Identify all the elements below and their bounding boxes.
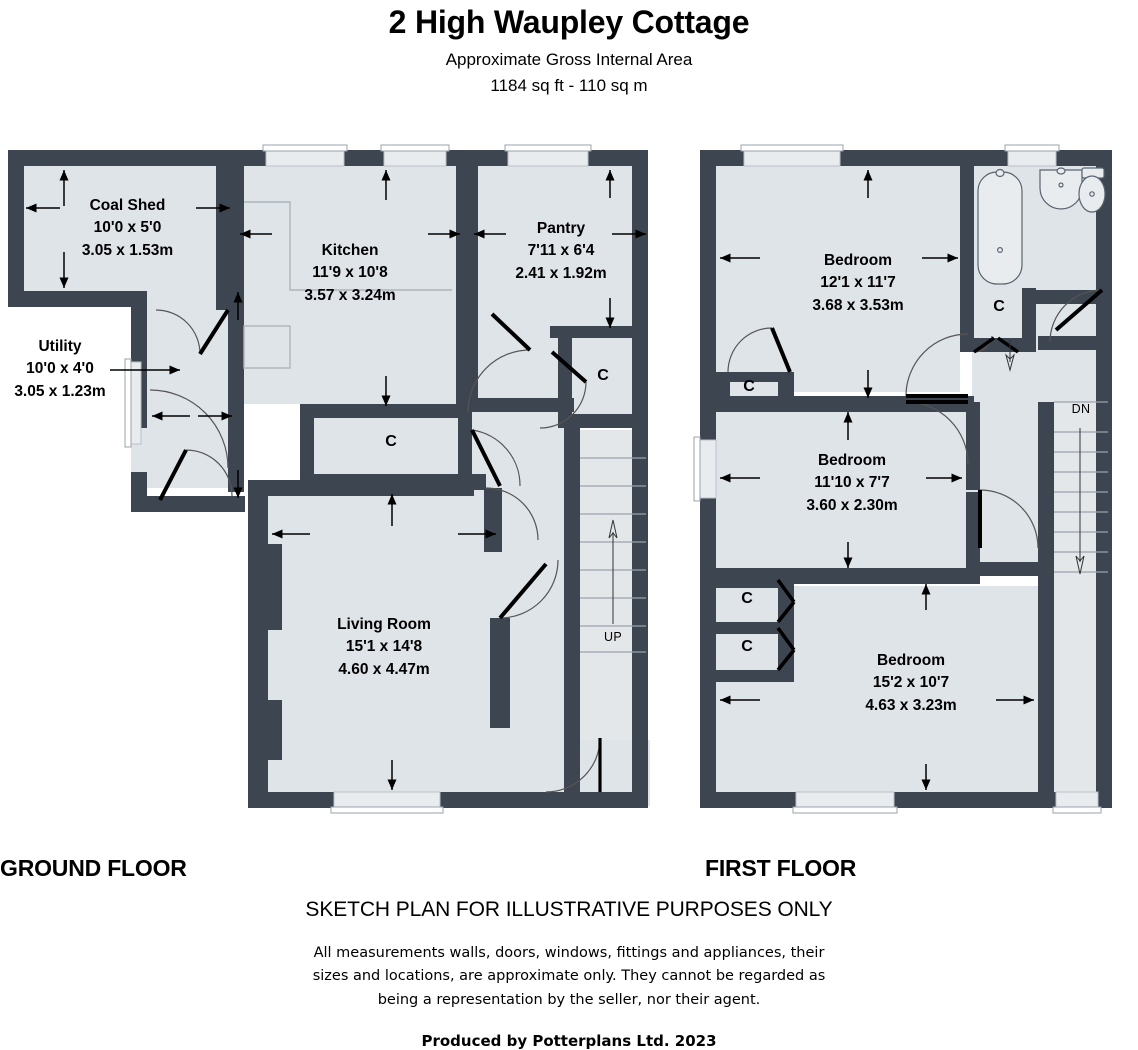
ground-floor-caption: GROUND FLOOR bbox=[0, 855, 187, 881]
gf-kitchen-units bbox=[243, 201, 452, 369]
ff-windows bbox=[693, 144, 1102, 814]
page-header: 2 High Waupley Cottage Approximate Gross… bbox=[0, 0, 1138, 97]
gf-cupboard-label-1: C bbox=[385, 433, 397, 450]
gf-stair-label-up: UP bbox=[604, 630, 622, 644]
ff-staircase bbox=[1054, 401, 1108, 573]
bath-icon bbox=[977, 171, 1023, 285]
ff-dimension-arrows bbox=[720, 170, 1034, 790]
ff-stair-direction-arrow bbox=[1075, 428, 1085, 575]
page-footer: SKETCH PLAN FOR ILLUSTRATIVE PURPOSES ON… bbox=[0, 898, 1138, 1050]
gf-windows bbox=[124, 144, 592, 814]
disclaimer-line-2: sizes and locations, are approximate onl… bbox=[312, 968, 826, 985]
first-floor-caption: FIRST FLOOR bbox=[705, 855, 857, 881]
disclaimer-line-3: being a representation by the seller, no… bbox=[377, 991, 761, 1008]
disclaimer-line-1: All measurements walls, doors, windows, … bbox=[313, 945, 825, 961]
sink-icon bbox=[1039, 169, 1083, 210]
gf-dimension-arrows bbox=[26, 170, 646, 790]
sketch-note: SKETCH PLAN FOR ILLUSTRATIVE PURPOSES ON… bbox=[305, 898, 833, 921]
ff-cupboard-label-3: C bbox=[741, 590, 753, 607]
ff-landing-arrow bbox=[1005, 340, 1015, 372]
ground-floor-plan: Coal Shed 10'0 x 5'0 3.05 x 1.53m Utilit… bbox=[0, 140, 680, 840]
ff-cupboard-label-4: C bbox=[741, 638, 753, 655]
ff-cupboard-label-1: C bbox=[743, 378, 755, 395]
area-caption: Approximate Gross Internal Area bbox=[445, 49, 693, 69]
gf-stair-direction-arrow bbox=[608, 519, 618, 624]
ff-stair-label-dn: DN bbox=[1071, 402, 1091, 416]
produced-by: Produced by Potterplans Ltd. 2023 bbox=[421, 1032, 717, 1050]
page-title: 2 High Waupley Cottage bbox=[388, 4, 750, 40]
gf-doors bbox=[149, 308, 602, 793]
ff-bathroom-fixtures bbox=[977, 167, 1106, 285]
area-value: 1184 sq ft - 110 sq m bbox=[490, 76, 648, 96]
ff-cupboard-label-2: C bbox=[993, 298, 1005, 315]
ff-doors bbox=[727, 288, 1104, 672]
first-floor-plan: Bedroom 12'1 x 11'7 3.68 x 3.53m Bedroom… bbox=[690, 140, 1130, 840]
gf-cupboard-label-2: C bbox=[597, 367, 609, 384]
